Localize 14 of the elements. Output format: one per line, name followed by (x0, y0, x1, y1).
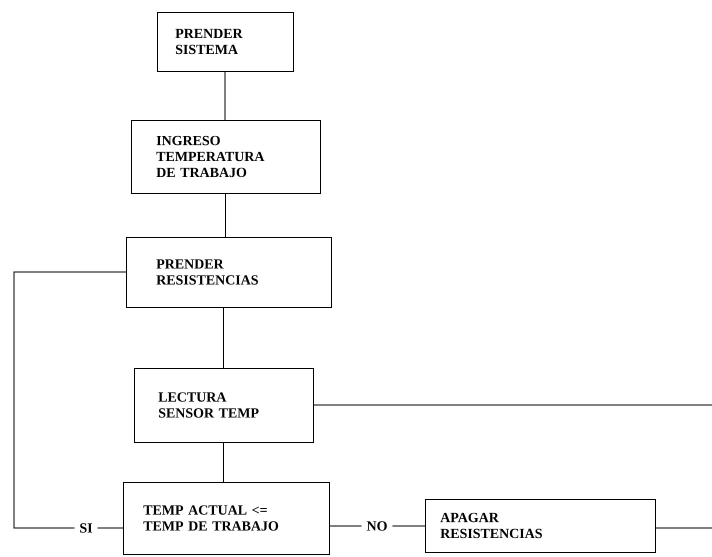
connector-line (223, 306, 224, 368)
process-box: LECTURA SENSOR TEMP (134, 368, 314, 443)
connector-line (14, 272, 126, 528)
process-box: PRENDER RESISTENCIAS (126, 237, 332, 308)
process-box: APAGAR RESISTENCIAS (425, 499, 656, 553)
connector-line (224, 70, 226, 120)
edge-label: NO (362, 518, 392, 534)
process-box: TEMP ACTUAL <= TEMP DE TRABAJO (123, 482, 330, 555)
connector-line (225, 192, 226, 238)
process-box: PRENDER SISTEMA (157, 12, 294, 72)
process-box: INGRESO TEMPERATURA DE TRABAJO (131, 120, 321, 194)
connector-line (223, 442, 224, 482)
edge-label: SI (74, 520, 98, 536)
connector-line (312, 404, 712, 406)
